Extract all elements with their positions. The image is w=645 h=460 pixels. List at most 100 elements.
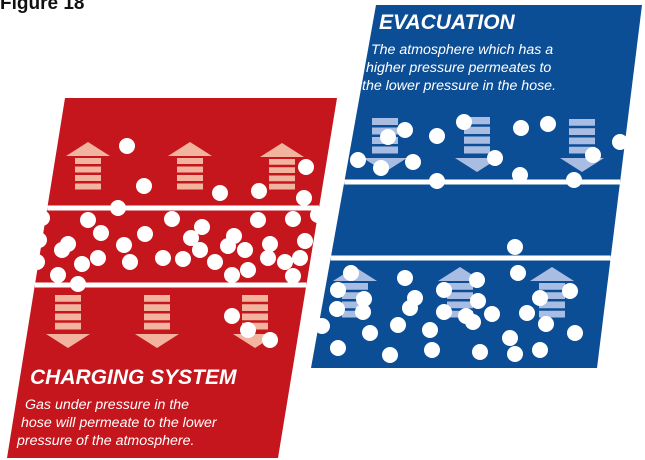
- charging-arrows: [46, 142, 304, 348]
- molecule-dot: [429, 173, 445, 189]
- molecule-dot: [240, 322, 256, 338]
- molecule-dot: [470, 293, 486, 309]
- molecule-dot: [507, 346, 523, 362]
- molecule-dot: [164, 211, 180, 227]
- molecule-dot: [237, 242, 253, 258]
- evacuation-description-line-1: The atmosphere which has a: [371, 42, 553, 58]
- molecule-dot: [298, 159, 314, 175]
- molecule-dot: [194, 219, 210, 235]
- molecule-dot: [116, 237, 132, 253]
- molecule-dot: [175, 251, 191, 267]
- molecule-dot: [512, 167, 528, 183]
- molecule-dot: [397, 270, 413, 286]
- charging-description-line-3: pressure of the atmosphere.: [16, 433, 194, 449]
- molecule-dot: [314, 318, 330, 334]
- molecule-dot: [224, 267, 240, 283]
- molecule-dot: [310, 207, 326, 223]
- molecule-dot: [70, 276, 86, 292]
- molecule-dot: [110, 200, 126, 216]
- molecule-dot: [397, 122, 413, 138]
- evacuation-molecules: [314, 114, 628, 363]
- molecule-dot: [54, 242, 70, 258]
- molecule-dot: [285, 268, 301, 284]
- molecule-dot: [277, 254, 293, 270]
- molecule-dot: [510, 265, 526, 281]
- molecule-dot: [330, 282, 346, 298]
- molecule-dot: [513, 120, 529, 136]
- molecule-dot: [424, 342, 440, 358]
- molecule-dot: [487, 150, 503, 166]
- molecule-dot: [390, 317, 406, 333]
- molecule-dot: [260, 250, 276, 266]
- molecule-dot: [350, 152, 366, 168]
- figure-label: Figure 18: [0, 0, 85, 14]
- molecule-dot: [382, 347, 398, 363]
- molecule-dot: [74, 256, 90, 272]
- molecule-dot: [250, 212, 266, 228]
- molecule-dot: [343, 265, 359, 281]
- molecule-dot: [262, 236, 278, 252]
- molecule-dot: [330, 340, 346, 356]
- panel-divider: [47, 205, 319, 211]
- molecule-dot: [380, 129, 396, 145]
- evacuation-description-line-2: higher pressure permeates to: [366, 60, 551, 76]
- molecule-dot: [136, 178, 152, 194]
- charging-description-line-1: Gas under pressure in the: [25, 397, 189, 413]
- molecule-dot: [155, 250, 171, 266]
- molecule-dot: [297, 233, 313, 249]
- molecule-dot: [329, 301, 345, 317]
- arrow-up-icon: [168, 142, 212, 190]
- molecule-dot: [585, 147, 601, 163]
- molecule-dot: [612, 134, 628, 150]
- molecule-dot: [224, 308, 240, 324]
- evacuation-panel: EVACUATION The atmosphere which has a hi…: [311, 5, 642, 368]
- molecule-dot: [122, 254, 138, 270]
- molecule-dot: [507, 239, 523, 255]
- molecule-dot: [429, 128, 445, 144]
- molecule-dot: [355, 304, 371, 320]
- arrow-up-icon: [66, 142, 110, 190]
- molecule-dot: [285, 211, 301, 227]
- molecule-dot: [405, 154, 421, 170]
- molecule-dot: [220, 238, 236, 254]
- molecule-dot: [436, 304, 452, 320]
- molecule-dot: [532, 342, 548, 358]
- molecule-dot: [362, 325, 378, 341]
- arrow-up-icon: [530, 267, 574, 318]
- molecule-dot: [484, 306, 500, 322]
- molecule-dot: [436, 282, 452, 298]
- molecule-dot: [538, 316, 554, 332]
- molecule-dot: [567, 325, 583, 341]
- molecule-dot: [562, 283, 578, 299]
- molecule-dot: [296, 190, 312, 206]
- charging-title: CHARGING SYSTEM: [30, 366, 237, 389]
- molecule-dot: [532, 290, 548, 306]
- molecule-dot: [192, 242, 208, 258]
- molecule-dot: [31, 232, 47, 248]
- evacuation-title: EVACUATION: [379, 11, 516, 34]
- charging-dividers: [34, 205, 319, 288]
- molecule-dot: [519, 305, 535, 321]
- molecule-dot: [137, 226, 153, 242]
- molecule-dot: [93, 225, 109, 241]
- arrow-down-icon: [46, 295, 90, 348]
- molecule-dot: [207, 254, 223, 270]
- molecule-dot: [292, 250, 308, 266]
- molecule-dot: [251, 183, 267, 199]
- molecule-dot: [402, 300, 418, 316]
- molecule-dot: [540, 116, 556, 132]
- molecule-dot: [566, 172, 582, 188]
- molecule-dot: [456, 114, 472, 130]
- molecule-dot: [469, 272, 485, 288]
- panel-divider: [34, 282, 307, 288]
- molecule-dot: [502, 330, 518, 346]
- molecule-dot: [465, 314, 481, 330]
- molecule-dot: [262, 332, 278, 348]
- molecule-dot: [240, 262, 256, 278]
- panel-divider: [330, 255, 611, 261]
- panel-divider: [344, 179, 621, 185]
- evacuation-dividers: [330, 179, 621, 261]
- molecule-dot: [472, 344, 488, 360]
- charging-panel: CHARGING SYSTEM Gas under pressure in th…: [7, 98, 337, 458]
